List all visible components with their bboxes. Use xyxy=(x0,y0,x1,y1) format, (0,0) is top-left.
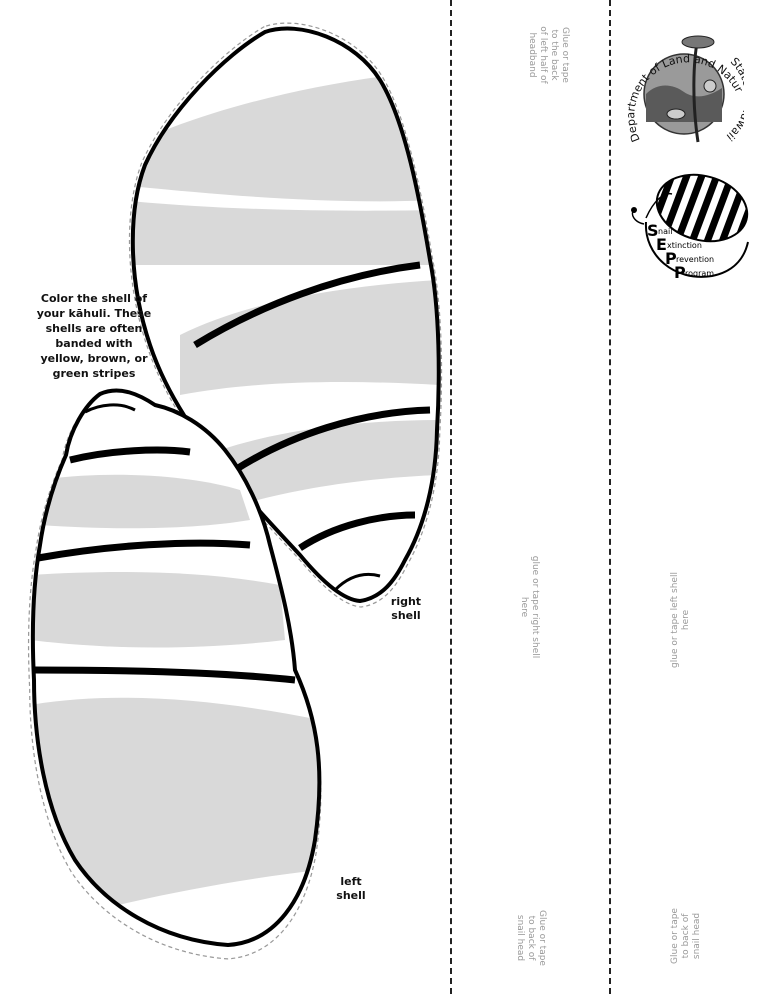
left-band-3 xyxy=(32,697,320,920)
left-shell-label: left shell xyxy=(336,875,366,902)
seep-letter-e: E xyxy=(656,235,667,254)
seep-letter-s: S xyxy=(647,221,659,240)
left-band-2 xyxy=(32,572,285,648)
right-band-4 xyxy=(220,420,439,505)
seep-letter-p2: P xyxy=(674,263,686,282)
seep-letter-p1: P xyxy=(665,249,677,268)
seep-word-prevention: revention xyxy=(676,255,714,264)
seep-word-snail: nail xyxy=(658,227,672,236)
seep-word-program: rogram xyxy=(685,269,714,278)
fold-line-1 xyxy=(450,0,452,994)
left-shell[interactable] xyxy=(20,380,340,960)
tab-glue-left-shell-text: glue or tape left shell here xyxy=(670,572,691,668)
coloring-instructions: Color the shell of your kāhuli. These sh… xyxy=(36,292,152,380)
right-shell[interactable] xyxy=(100,20,460,620)
dlnr-seal-logo: Department of Land and Natural Resources… xyxy=(618,22,744,144)
tab-glue-back-head-text-1: Glue or tape to back of snail head xyxy=(515,910,547,966)
seep-word-extinction: xtinction xyxy=(667,241,702,250)
right-band-3 xyxy=(180,280,439,395)
right-shell-label: right shell xyxy=(390,595,422,622)
tab-glue-back-head-text-2: Glue or tape to back of snail head xyxy=(670,908,702,964)
left-band-1 xyxy=(40,474,250,529)
tab-glue-headband-text: Glue or tape to the back of left half of… xyxy=(527,26,570,84)
right-band-2 xyxy=(132,200,439,265)
right-band-1 xyxy=(132,70,439,202)
tab-glue-right-shell-text: glue or tape right shell here xyxy=(519,555,540,659)
fold-line-2 xyxy=(609,0,611,994)
seep-snail-logo: S E P P nail xtinction revention rogram xyxy=(631,170,755,282)
